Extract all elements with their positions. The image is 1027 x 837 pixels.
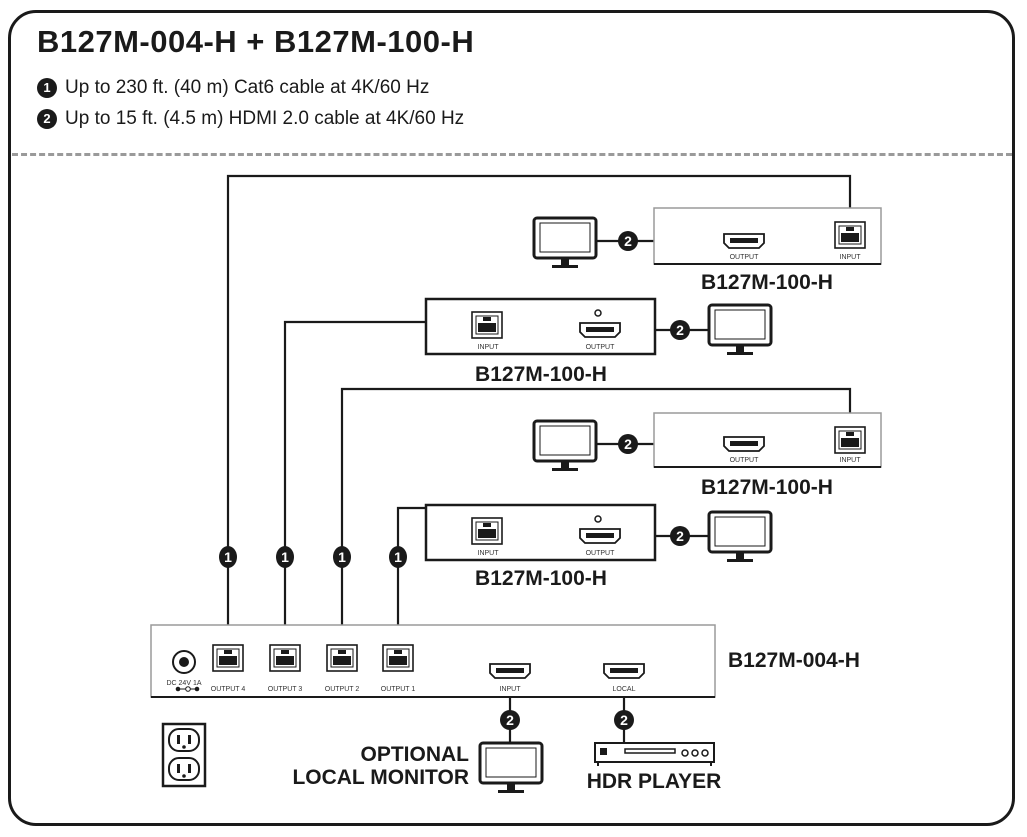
receiver-1-label: B127M-100-H — [701, 271, 833, 294]
transmitter-hdmi-local-icon — [603, 663, 645, 679]
receiver-3-input-label: INPUT — [840, 457, 862, 464]
transmitter-label: B127M-004-H — [728, 649, 860, 672]
monitor-3-icon — [532, 419, 598, 473]
receiver-2-hdmi-output-icon — [579, 322, 621, 338]
hdmi-badge-local: 2 — [614, 710, 634, 730]
output-2-label: OUTPUT 2 — [325, 686, 360, 693]
hdmi-badge-4: 2 — [670, 526, 690, 546]
cat6-cable-3 — [283, 320, 472, 645]
svg-text:2: 2 — [676, 322, 684, 338]
receiver-3-hdmi-output-icon — [723, 436, 765, 452]
receiver-2-input-label: INPUT — [478, 344, 500, 351]
transmitter-local-label: LOCAL — [613, 686, 636, 693]
receiver-4-input-label: INPUT — [478, 550, 500, 557]
output-3-label: OUTPUT 3 — [268, 686, 303, 693]
dc-power-jack-icon — [172, 650, 200, 692]
svg-text:2: 2 — [624, 436, 632, 452]
hdmi-badge-3: 2 — [618, 434, 638, 454]
monitor-1-icon — [532, 216, 598, 270]
cat6-cable-4 — [226, 174, 852, 645]
spec-hdmi: 2 Up to 15 ft. (4.5 m) HDMI 2.0 cable at… — [37, 108, 464, 130]
transmitter-input-label: INPUT — [500, 686, 522, 693]
cat6-badge-3: 1 — [276, 546, 294, 568]
receiver-2: INPUT OUTPUT — [424, 297, 657, 356]
svg-text:2: 2 — [676, 528, 684, 544]
receiver-4-label: B127M-100-H — [475, 567, 607, 590]
receiver-1: OUTPUT INPUT — [653, 207, 882, 265]
cat6-badge-1: 1 — [389, 546, 407, 568]
spec-hdmi-text: Up to 15 ft. (4.5 m) HDMI 2.0 cable at 4… — [65, 108, 465, 129]
hdmi-badge-1: 2 — [618, 231, 638, 251]
output-2-port-icon — [326, 644, 358, 672]
hdmi-badge-2: 2 — [670, 320, 690, 340]
receiver-3-rj45-input-icon — [834, 426, 866, 454]
transmitter-hdmi-input-icon — [489, 663, 531, 679]
hdr-player-label: HDR PLAYER — [587, 770, 722, 793]
cat6-badge-4: 1 — [219, 546, 237, 568]
svg-text:2: 2 — [624, 233, 632, 249]
monitor-2-icon — [707, 303, 773, 357]
output-1-port-icon — [382, 644, 414, 672]
svg-text:1: 1 — [338, 549, 346, 565]
receiver-1-output-label: OUTPUT — [730, 254, 760, 261]
badge-1-icon: 1 — [37, 78, 57, 98]
diagram-frame — [8, 10, 1015, 826]
transmitter: DC 24V 1A OUTPUT 4 OUTPUT 3 OUTPUT 2 OUT… — [150, 624, 716, 698]
receiver-2-rj45-input-icon — [471, 311, 503, 339]
receiver-4-rj45-input-icon — [471, 517, 503, 545]
output-3-port-icon — [269, 644, 301, 672]
spec-cat6: 1 Up to 230 ft. (40 m) Cat6 cable at 4K/… — [37, 77, 429, 99]
receiver-2-label: B127M-100-H — [475, 363, 607, 386]
local-monitor-icon — [478, 741, 544, 795]
output-1-label: OUTPUT 1 — [381, 686, 416, 693]
receiver-1-hdmi-output-icon — [723, 233, 765, 249]
cat6-cable-2 — [340, 387, 852, 645]
svg-text:2: 2 — [506, 712, 514, 728]
badge-2-icon: 2 — [37, 109, 57, 129]
receiver-3-label: B127M-100-H — [701, 476, 833, 499]
receiver-4-output-label: OUTPUT — [586, 550, 616, 557]
receiver-4-hdmi-output-icon — [579, 528, 621, 544]
receiver-4: INPUT OUTPUT — [424, 503, 657, 562]
svg-text:1: 1 — [394, 549, 402, 565]
receiver-3: OUTPUT INPUT — [653, 412, 882, 468]
receiver-1-rj45-input-icon — [834, 221, 866, 249]
output-4-port-icon — [212, 644, 244, 672]
receiver-1-input-label: INPUT — [840, 254, 862, 261]
svg-text:2: 2 — [620, 712, 628, 728]
local-monitor-label-line2: LOCAL MONITOR — [292, 766, 469, 789]
hdmi-badge-input: 2 — [500, 710, 520, 730]
receiver-2-output-label: OUTPUT — [586, 344, 616, 351]
local-monitor-label-line1: OPTIONAL — [361, 743, 470, 766]
receiver-3-output-label: OUTPUT — [730, 457, 760, 464]
hdr-player-icon — [594, 742, 715, 766]
dashed-divider — [12, 153, 1012, 156]
output-4-label: OUTPUT 4 — [211, 686, 246, 693]
svg-text:1: 1 — [224, 549, 232, 565]
monitor-4-icon — [707, 510, 773, 564]
svg-text:1: 1 — [281, 549, 289, 565]
wall-outlet-icon — [161, 722, 207, 788]
power-label: DC 24V 1A — [166, 680, 201, 687]
cat6-badge-2: 1 — [333, 546, 351, 568]
page-title: B127M-004-H + B127M-100-H — [37, 24, 475, 59]
spec-cat6-text: Up to 230 ft. (40 m) Cat6 cable at 4K/60… — [65, 77, 430, 98]
